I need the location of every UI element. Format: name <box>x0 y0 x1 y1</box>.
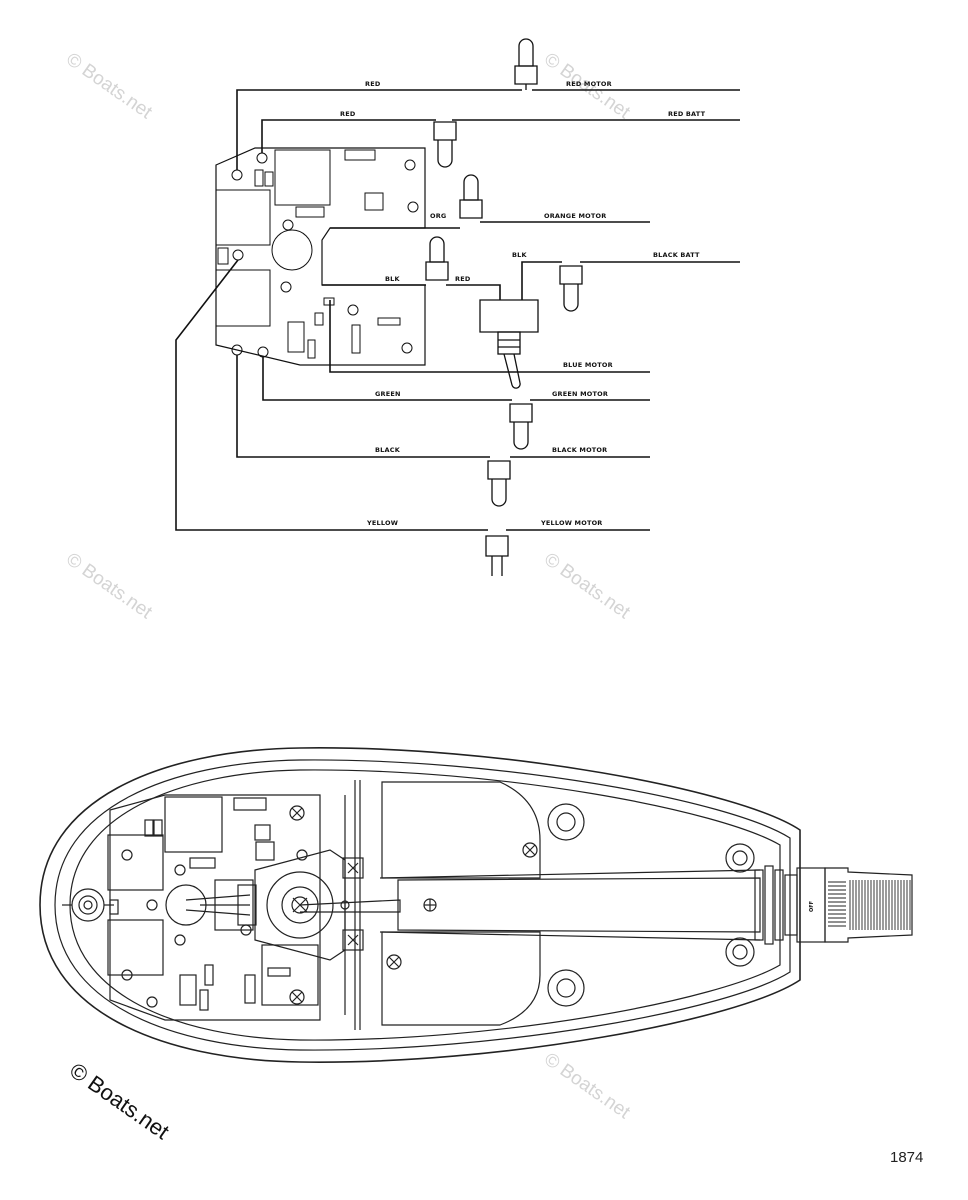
label-black: BLACK <box>375 446 401 454</box>
gear-hub <box>266 871 334 939</box>
component <box>377 317 401 326</box>
connector-orange <box>459 174 483 219</box>
label-green: GREEN <box>375 390 401 398</box>
gear-hub-inner <box>281 886 319 924</box>
component <box>323 297 335 306</box>
terminal <box>232 249 244 261</box>
pivot-bottom <box>725 937 755 967</box>
connector-green-motor <box>509 403 533 450</box>
roller-bottom <box>547 969 585 1007</box>
housing-inner <box>54 759 791 1051</box>
connector-red-switch <box>425 236 449 281</box>
connector-black-motor <box>487 460 511 507</box>
wire-yellow <box>175 259 488 531</box>
label-yellow: YELLOW <box>366 519 398 527</box>
label-blk-top: BLK <box>512 251 527 259</box>
wire-red-switch <box>446 284 501 300</box>
heat-sink-bottom <box>107 919 164 976</box>
bracket-bottom <box>342 929 364 951</box>
label-red-motor: RED MOTOR <box>566 80 612 88</box>
component <box>254 169 264 187</box>
label-red-right: RED <box>455 275 471 283</box>
label-green-motor: GREEN MOTOR <box>552 390 608 398</box>
label-red-batt: RED BATT <box>668 110 706 118</box>
wire-red-batt <box>261 119 436 153</box>
pcb <box>109 794 321 1021</box>
housing-outer <box>39 747 801 1063</box>
label-red-top: RED <box>365 80 381 88</box>
wire-blue-motor <box>329 300 650 373</box>
watermark: © Boats.net <box>540 549 634 624</box>
watermark: © Boats.net <box>62 549 156 624</box>
wire-black <box>236 355 490 458</box>
label-red-mid: RED <box>340 110 356 118</box>
pivot-top <box>725 843 755 873</box>
component <box>364 192 384 211</box>
mount-post <box>71 888 105 922</box>
heat-sink-top <box>107 834 164 891</box>
relay-top <box>164 796 223 853</box>
component <box>295 206 325 218</box>
relay <box>344 149 376 161</box>
watermark: © Boats.net <box>540 1049 634 1124</box>
compartment-top <box>381 781 541 879</box>
bracket-top <box>342 857 364 879</box>
connector-yellow-motor <box>485 535 509 576</box>
label-orange-motor: ORANGE MOTOR <box>544 212 606 220</box>
heat-sink <box>215 269 271 327</box>
wire-labels: RED RED MOTOR RED RED BATT ORG ORANGE MO… <box>340 80 706 527</box>
roller-top <box>547 803 585 841</box>
capacitor <box>271 229 313 271</box>
component <box>351 324 361 354</box>
label-black-motor: BLACK MOTOR <box>552 446 607 454</box>
hole <box>401 342 413 354</box>
component <box>314 312 324 326</box>
connector-red-batt <box>433 121 457 168</box>
component <box>217 247 229 265</box>
relay <box>274 149 331 206</box>
tiller-arm <box>397 877 761 933</box>
terminal <box>280 281 292 293</box>
hole <box>407 201 419 213</box>
terminal <box>282 219 294 231</box>
compartment-bottom <box>381 931 541 1026</box>
off-label: OFF <box>809 901 815 912</box>
wire-red-motor <box>236 89 522 170</box>
label-yellow-motor: YELLOW MOTOR <box>540 519 603 527</box>
terminal <box>257 346 269 358</box>
connector-red-motor <box>514 38 538 90</box>
mount-post-core <box>83 900 93 910</box>
component <box>307 339 316 359</box>
wire-black-batt <box>521 261 562 300</box>
throttle-grip <box>824 867 913 943</box>
wire-green <box>262 357 512 401</box>
label-black-batt: BLACK BATT <box>653 251 700 259</box>
mount-post-inner <box>78 895 98 915</box>
hole <box>347 304 359 316</box>
control-head <box>39 747 913 1063</box>
figure-number: 1874 <box>890 1149 923 1166</box>
connector-black-batt <box>559 265 583 312</box>
label-blk-left: BLK <box>385 275 400 283</box>
watermark: © Boats.net <box>62 49 156 124</box>
wiring-schematic <box>175 38 740 576</box>
terminal <box>231 169 243 181</box>
watermark-corner: © Boats.net <box>65 1058 174 1145</box>
relay-bottom <box>261 944 319 1006</box>
throttle-grip-ribs <box>828 880 911 930</box>
hole <box>404 159 416 171</box>
component <box>287 321 305 353</box>
heat-sink <box>215 189 271 246</box>
component <box>264 171 274 187</box>
terminal <box>256 152 268 164</box>
label-blue-motor: BLUE MOTOR <box>563 361 613 369</box>
toggle-switch <box>479 299 539 389</box>
circuit-board-outline <box>215 147 426 366</box>
label-org: ORG <box>430 212 446 220</box>
handle-collar <box>754 865 798 945</box>
